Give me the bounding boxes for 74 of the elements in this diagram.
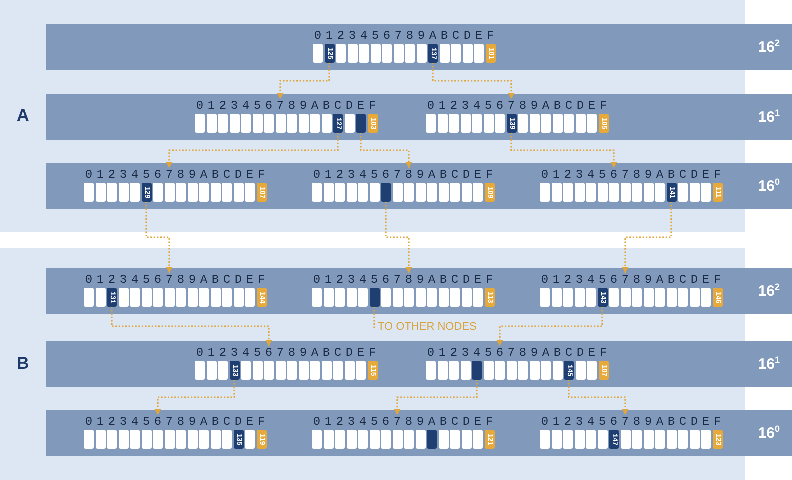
count-slot — [484, 183, 494, 202]
dotted-connector — [622, 202, 672, 273]
filled-slot — [427, 430, 437, 449]
pointer-slot — [324, 44, 334, 63]
count-slot — [368, 114, 378, 133]
index-header: 0 1 2 3 4 5 6 7 8 9 A B C D E F — [540, 273, 720, 287]
level-band — [46, 24, 792, 70]
pointer-slot — [564, 361, 574, 380]
count-slot — [712, 288, 722, 307]
dotted-connector — [374, 307, 376, 328]
pointer-slot — [230, 361, 240, 380]
level-band — [46, 268, 792, 314]
count-slot — [256, 288, 266, 307]
level-label: 16$^{1}$ — [758, 355, 780, 373]
dotted-connector — [385, 202, 412, 273]
index-header: 0 1 2 3 4 5 6 7 8 9 A B C D E F — [540, 415, 720, 429]
count-slot — [712, 183, 722, 202]
dotted-connector — [510, 133, 618, 168]
index-header: 0 1 2 3 4 5 6 7 8 9 A B C D E F — [313, 29, 493, 43]
pointer-slot — [666, 183, 676, 202]
level-label: 16$^{1}$ — [758, 108, 780, 126]
filled-slot — [381, 183, 391, 202]
pointer-slot — [142, 183, 152, 202]
pointer-slot — [598, 288, 608, 307]
index-header: 0 1 2 3 4 5 6 7 8 9 A B C D E F — [84, 168, 264, 182]
index-header: 0 1 2 3 4 5 6 7 8 9 A B C D E F — [84, 415, 264, 429]
count-slot — [368, 361, 378, 380]
level-label: 16$^{2}$ — [758, 282, 780, 300]
level-band — [46, 410, 792, 456]
index-header: 0 1 2 3 4 5 6 7 8 9 A B C D E F — [426, 99, 606, 113]
filled-slot — [370, 288, 380, 307]
count-slot — [484, 430, 494, 449]
dotted-connector — [496, 307, 604, 346]
count-slot — [484, 288, 494, 307]
count-slot — [712, 430, 722, 449]
dotted-connector — [432, 63, 515, 99]
dotted-connector — [394, 380, 478, 415]
dotted-connector — [568, 380, 629, 415]
index-header: 0 1 2 3 4 5 6 7 8 9 A B C D E F — [312, 168, 492, 182]
note-text: TO OTHER NODES — [378, 321, 477, 334]
dotted-connector — [166, 133, 339, 168]
dotted-connector — [146, 202, 173, 273]
filled-slot — [356, 114, 366, 133]
count-slot — [486, 44, 496, 63]
level-label: 16$^{0}$ — [758, 177, 780, 195]
level-label: 16$^{0}$ — [758, 424, 780, 442]
index-header: 0 1 2 3 4 5 6 7 8 9 A B C D E F — [312, 415, 492, 429]
level-label: 16$^{2}$ — [758, 38, 780, 56]
dotted-connector — [154, 380, 236, 415]
pointer-slot — [609, 430, 619, 449]
dotted-connector — [277, 63, 330, 99]
level-band — [46, 94, 792, 140]
count-slot — [256, 430, 266, 449]
count-slot — [256, 183, 266, 202]
index-header: 0 1 2 3 4 5 6 7 8 9 A B C D E F — [540, 168, 720, 182]
index-header: 0 1 2 3 4 5 6 7 8 9 A B C D E F — [312, 273, 492, 287]
filled-slot — [472, 361, 482, 380]
index-header: 0 1 2 3 4 5 6 7 8 9 A B C D E F — [84, 273, 264, 287]
index-header: 0 1 2 3 4 5 6 7 8 9 A B C D E F — [426, 346, 606, 360]
section-letter: B — [17, 354, 30, 374]
dotted-connector — [360, 133, 412, 168]
pointer-slot — [234, 430, 244, 449]
pointer-slot — [506, 114, 516, 133]
count-slot — [598, 114, 608, 133]
section-letter: A — [17, 106, 30, 126]
index-header: 0 1 2 3 4 5 6 7 8 9 A B C D E F — [195, 99, 375, 113]
level-band — [46, 163, 792, 209]
index-header: 0 1 2 3 4 5 6 7 8 9 A B C D E F — [195, 346, 375, 360]
level-band — [46, 341, 792, 387]
pointer-slot — [428, 44, 438, 63]
pointer-slot — [107, 288, 117, 307]
dotted-connector — [111, 307, 272, 346]
pointer-slot — [333, 114, 343, 133]
count-slot — [598, 361, 608, 380]
